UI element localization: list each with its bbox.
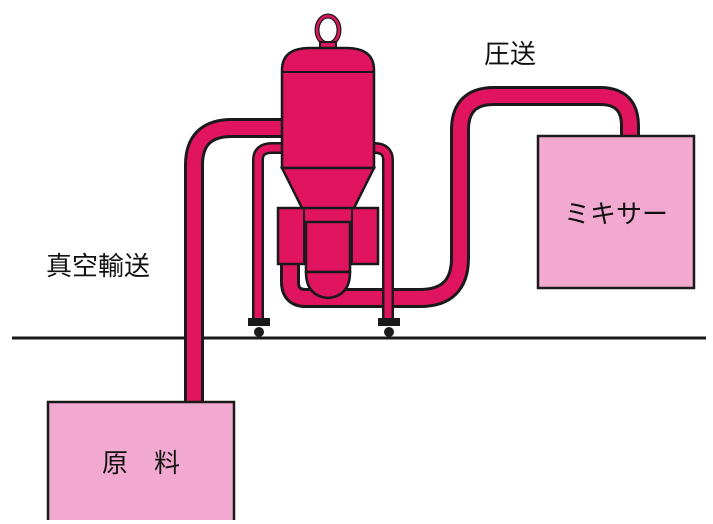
vacuum-transport-pipe xyxy=(184,118,300,402)
pressure-feed-pipe xyxy=(280,86,640,308)
vacuum-transport-label: 真空輸送 xyxy=(46,252,151,282)
raw-material-label: 原 料 xyxy=(101,448,180,479)
mixer-box xyxy=(536,134,696,290)
raw-material-label-wrap: 原 料 xyxy=(48,402,234,520)
mixer-label-wrap: ミキサー xyxy=(538,136,694,288)
vacuum-receiver-unit xyxy=(276,13,380,300)
pressure-feed-label: 圧送 xyxy=(484,40,537,70)
mixer-label: ミキサー xyxy=(563,199,668,230)
